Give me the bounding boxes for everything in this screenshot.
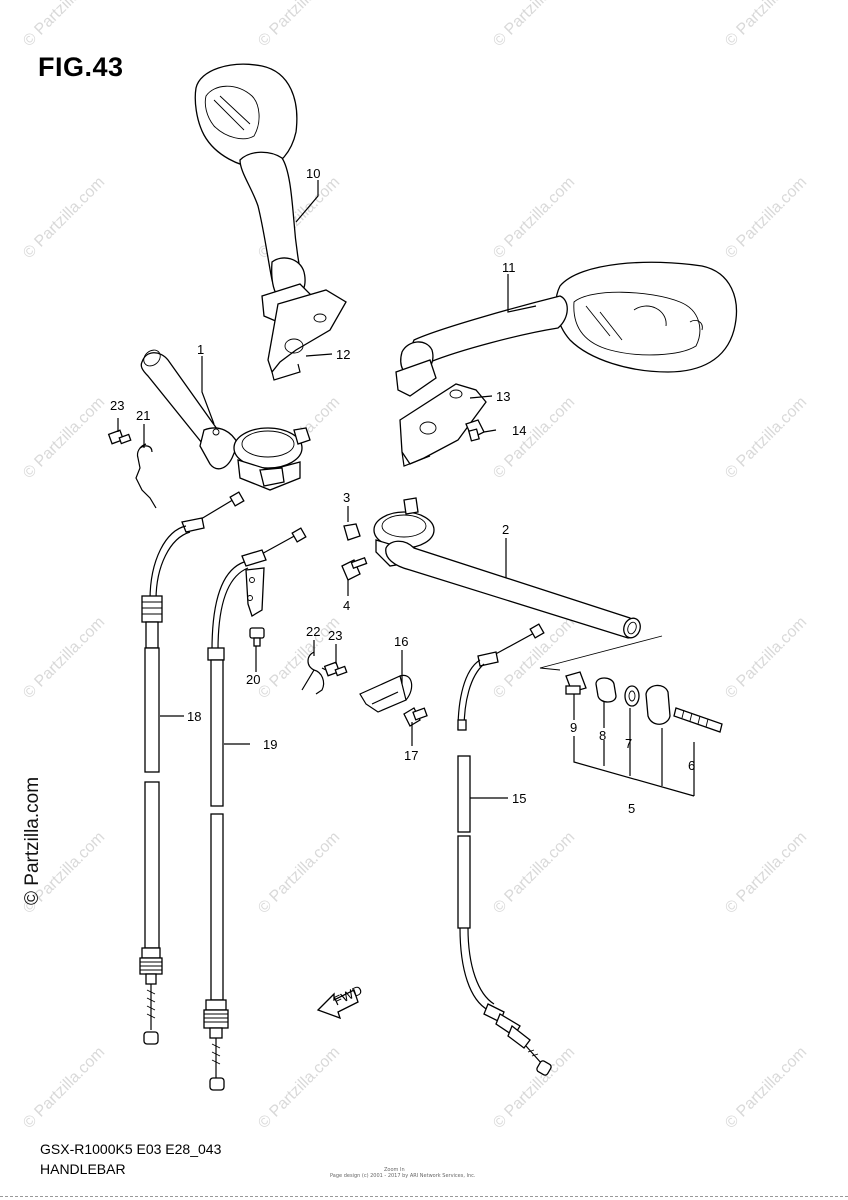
screw-part-23-lower[interactable]	[323, 661, 348, 677]
screw-part-6[interactable]	[673, 707, 723, 733]
bar-end-part-8[interactable]	[595, 677, 617, 703]
callout-numbers: 10 11 12 13 14 1 2 3 4 23 21 18 19 20 22…	[110, 166, 695, 816]
figure-label: FIG.43	[38, 52, 124, 82]
clutch-cable-part-15[interactable]	[457, 623, 552, 1076]
callout-7[interactable]: 7	[625, 736, 632, 751]
callout-12[interactable]: 12	[336, 347, 350, 362]
callout-10[interactable]: 10	[306, 166, 320, 181]
model-code: GSX-R1000K5 E03 E28_043	[40, 1141, 222, 1157]
forward-direction-arrow: FWD	[316, 982, 364, 1020]
callout-13[interactable]: 13	[496, 389, 510, 404]
callout-23-lower[interactable]: 23	[328, 628, 342, 643]
bolt-part-4[interactable]	[341, 556, 368, 581]
left-mirror-part-10[interactable]	[194, 63, 347, 381]
callout-19[interactable]: 19	[263, 737, 277, 752]
clip-part-21[interactable]	[135, 443, 157, 509]
clamp-part-16[interactable]	[359, 674, 413, 713]
bolt-part-17[interactable]	[403, 707, 428, 727]
zoom-note[interactable]: Zoom In	[384, 1167, 405, 1173]
collar-part-3[interactable]	[343, 523, 361, 541]
callout-17[interactable]: 17	[404, 748, 418, 763]
callout-15[interactable]: 15	[512, 791, 526, 806]
callout-1[interactable]: 1	[197, 342, 204, 357]
bottom-divider	[0, 1196, 848, 1197]
bolt-part-14[interactable]	[465, 419, 485, 442]
callout-3[interactable]: 3	[343, 490, 350, 505]
callout-23-upper[interactable]: 23	[110, 398, 124, 413]
bar-end-part-9[interactable]	[565, 671, 587, 695]
clip-part-22[interactable]	[301, 651, 331, 695]
figure-name: HANDLEBAR	[40, 1161, 126, 1177]
callout-8[interactable]: 8	[599, 728, 606, 743]
callout-22[interactable]: 22	[306, 624, 320, 639]
left-handlebar-part-1[interactable]	[140, 347, 311, 491]
throttle-cable-part-18[interactable]	[139, 491, 245, 1045]
screw-part-20[interactable]	[249, 627, 265, 647]
callout-5[interactable]: 5	[628, 801, 635, 816]
callout-2[interactable]: 2	[502, 522, 509, 537]
callout-21[interactable]: 21	[136, 408, 150, 423]
callout-18[interactable]: 18	[187, 709, 201, 724]
copyright-footer: Page design (c) 2001 - 2017 by ARI Netwo…	[330, 1173, 476, 1179]
callout-16[interactable]: 16	[394, 634, 408, 649]
callout-11[interactable]: 11	[502, 260, 516, 275]
callout-leaders	[117, 180, 631, 799]
callout-20[interactable]: 20	[246, 672, 260, 687]
callout-9[interactable]: 9	[570, 720, 577, 735]
washer-part-7[interactable]	[624, 685, 640, 707]
bar-end-weight-part-5[interactable]	[645, 684, 671, 725]
screw-part-23-upper[interactable]	[107, 429, 132, 445]
callout-4[interactable]: 4	[343, 598, 350, 613]
callout-6[interactable]: 6	[688, 758, 695, 773]
throttle-cable-part-19[interactable]	[203, 527, 307, 1091]
right-mirror-part-11[interactable]	[395, 261, 738, 467]
right-handlebar-part-2[interactable]	[373, 497, 643, 640]
callout-14[interactable]: 14	[512, 423, 526, 438]
